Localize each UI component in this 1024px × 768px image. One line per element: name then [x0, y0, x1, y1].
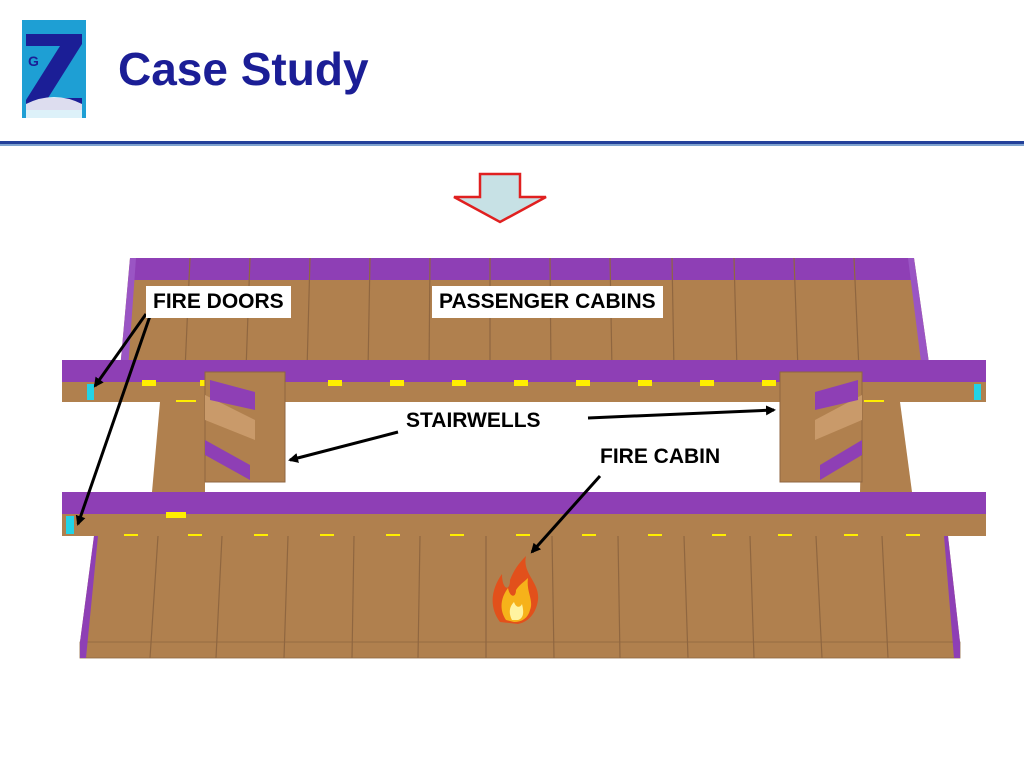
- arrow-fire-doors-upper: [93, 313, 148, 388]
- header-divider-accent: [0, 144, 1024, 146]
- passenger-cabins-label: PASSENGER CABINS: [432, 286, 663, 318]
- arrow-stairwell-left: [288, 430, 399, 463]
- arrow-fire-cabin: [530, 474, 602, 554]
- upper-corridor: [62, 360, 986, 406]
- page-title: Case Study: [118, 43, 369, 95]
- logo-letter: G: [28, 53, 39, 69]
- fire-door-upper-right: [974, 384, 981, 400]
- stairwells-label: STAIRWELLS: [406, 409, 541, 432]
- fire-door-upper-left: [87, 384, 94, 400]
- stairwell-left: [152, 371, 286, 492]
- company-logo: G: [22, 20, 86, 118]
- down-arrow-icon: [453, 172, 547, 224]
- arrow-stairwell-right: [587, 405, 776, 420]
- arrow-fire-doors-lower: [75, 315, 152, 526]
- stairwell-right: [779, 371, 912, 492]
- fire-icon: [492, 556, 539, 624]
- header-divider: [0, 141, 1024, 144]
- lower-corridor: [62, 492, 986, 540]
- fire-cabin-label: FIRE CABIN: [600, 445, 721, 468]
- fire-door-lower-left: [66, 516, 74, 534]
- fire-doors-label: FIRE DOORS: [146, 286, 291, 318]
